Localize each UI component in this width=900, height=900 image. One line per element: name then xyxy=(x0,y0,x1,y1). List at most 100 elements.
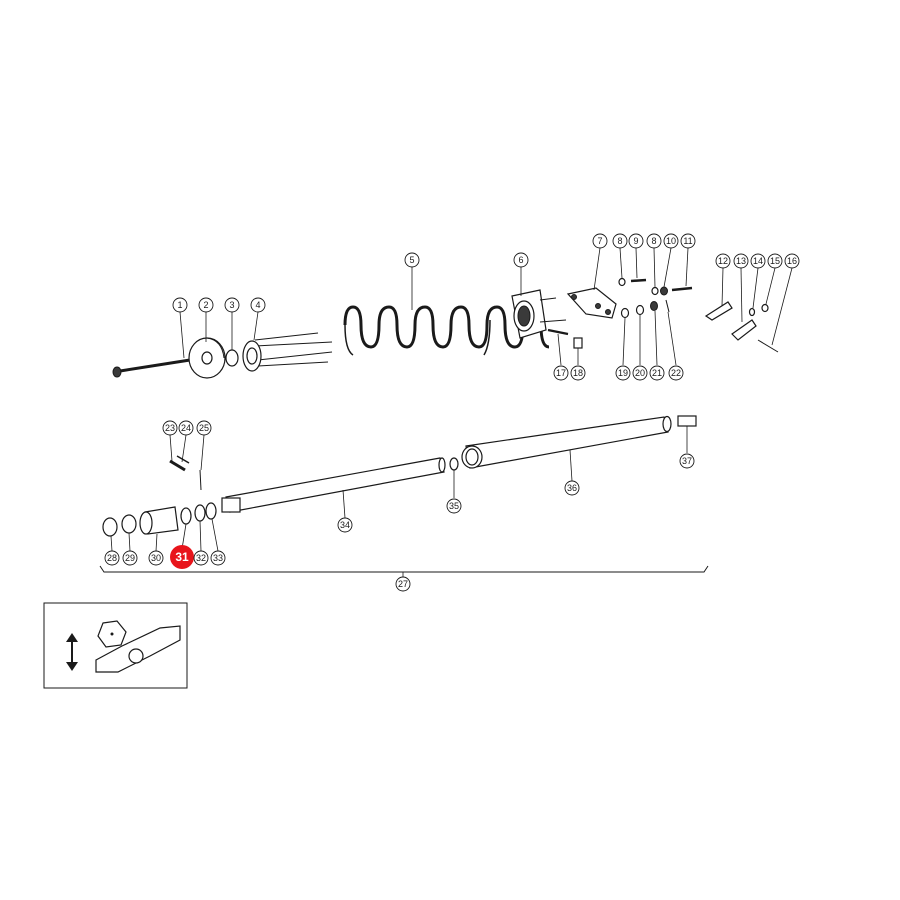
callout-5[interactable]: 5 xyxy=(404,252,420,268)
callout-17[interactable]: 17 xyxy=(553,365,569,381)
part-23-pin[interactable] xyxy=(169,459,186,472)
callout-3[interactable]: 3 xyxy=(224,297,240,313)
part-37-end-fitting[interactable] xyxy=(677,415,697,427)
callout-28[interactable]: 28 xyxy=(104,550,120,566)
part-10-nut[interactable] xyxy=(660,286,668,296)
callout-36[interactable]: 36 xyxy=(564,480,580,496)
callout-20[interactable]: 20 xyxy=(632,365,648,381)
part-14-pin[interactable] xyxy=(748,307,756,317)
part-29-seal-ring[interactable] xyxy=(121,514,137,534)
callout-label-highlighted: 31 xyxy=(175,550,189,564)
part-21-nut[interactable] xyxy=(650,301,658,311)
part-11-bolt[interactable] xyxy=(671,286,693,292)
part-6-mounting-nut[interactable] xyxy=(511,289,567,339)
lever-arm-detail xyxy=(95,625,181,673)
callout-label: 7 xyxy=(597,236,602,246)
callout-15[interactable]: 15 xyxy=(767,253,783,269)
part-20-washer[interactable] xyxy=(635,304,645,316)
part-24-pin[interactable] xyxy=(176,455,190,464)
callout-18[interactable]: 18 xyxy=(570,365,586,381)
callout-label: 8 xyxy=(617,236,622,246)
callout-22[interactable]: 22 xyxy=(668,365,684,381)
callout-label: 24 xyxy=(181,423,191,433)
callout-12[interactable]: 12 xyxy=(715,253,731,269)
callout-13[interactable]: 13 xyxy=(733,253,749,269)
part-2-flange-disc[interactable] xyxy=(188,337,226,379)
callout-19[interactable]: 19 xyxy=(615,365,631,381)
assembly-bracket-27 xyxy=(99,565,709,573)
callout-24[interactable]: 24 xyxy=(178,420,194,436)
part-3-small-ring[interactable] xyxy=(225,349,239,367)
part-5-coil-spring[interactable] xyxy=(343,305,550,356)
part-25-spring-pin[interactable] xyxy=(199,469,202,491)
callout-23[interactable]: 23 xyxy=(162,420,178,436)
part-17-bolt[interactable] xyxy=(547,328,569,336)
callout-34[interactable]: 34 xyxy=(337,517,353,533)
part-15-washer[interactable] xyxy=(761,303,769,313)
callout-35[interactable]: 35 xyxy=(446,498,462,514)
callout-label: 29 xyxy=(125,553,135,563)
callout-label: 13 xyxy=(736,256,746,266)
hex-nut-detail-icon xyxy=(97,620,127,648)
callout-1[interactable]: 1 xyxy=(172,297,188,313)
callout-label: 14 xyxy=(753,256,763,266)
part-7-bracket-plate[interactable] xyxy=(566,287,617,319)
callout-label: 5 xyxy=(409,255,414,265)
callout-30[interactable]: 30 xyxy=(148,550,164,566)
part-34-piston-rod[interactable] xyxy=(221,457,446,513)
part-36-cylinder-tube[interactable] xyxy=(461,415,672,469)
callout-7[interactable]: 7 xyxy=(592,233,608,249)
callout-21[interactable]: 21 xyxy=(649,365,665,381)
callout-label: 4 xyxy=(255,300,260,310)
callout-6[interactable]: 6 xyxy=(513,252,529,268)
part-1-long-bolt[interactable] xyxy=(112,358,191,378)
callout-31-highlighted[interactable]: 31 xyxy=(170,545,194,569)
part-28-seal-ring[interactable] xyxy=(102,517,118,537)
part-32-ring[interactable] xyxy=(194,504,206,522)
part-9-bolt[interactable] xyxy=(630,278,647,283)
callout-label: 17 xyxy=(556,368,566,378)
up-down-arrow-icon xyxy=(66,633,78,671)
part-4-guide-rods[interactable] xyxy=(242,332,333,372)
part-35-ring[interactable] xyxy=(449,457,459,471)
highlight-circle xyxy=(170,545,194,569)
part-16-spring-clip[interactable] xyxy=(757,339,779,353)
callout-label: 9 xyxy=(633,236,638,246)
callout-16[interactable]: 16 xyxy=(784,253,800,269)
callout-label: 1 xyxy=(177,300,182,310)
callout-14[interactable]: 14 xyxy=(750,253,766,269)
callout-label: 19 xyxy=(618,368,628,378)
inset-detail-box xyxy=(43,602,188,689)
part-19-bushing[interactable] xyxy=(620,307,630,319)
callout-label: 32 xyxy=(196,553,206,563)
part-18-bolt[interactable] xyxy=(573,337,583,349)
callout-label: 36 xyxy=(567,483,577,493)
callout-9[interactable]: 9 xyxy=(628,233,644,249)
callout-8-a[interactable]: 8 xyxy=(612,233,628,249)
part-13-link[interactable] xyxy=(731,319,757,341)
part-30-sleeve[interactable] xyxy=(139,506,179,535)
callout-label: 21 xyxy=(652,368,662,378)
part-33-o-ring[interactable] xyxy=(205,502,217,520)
callout-33[interactable]: 33 xyxy=(210,550,226,566)
callout-37[interactable]: 37 xyxy=(679,453,695,469)
callout-32[interactable]: 32 xyxy=(193,550,209,566)
callout-10[interactable]: 10 xyxy=(663,233,679,249)
callout-2[interactable]: 2 xyxy=(198,297,214,313)
callout-25[interactable]: 25 xyxy=(196,420,212,436)
part-22-split-pin[interactable] xyxy=(665,299,670,313)
callout-label: 27 xyxy=(398,579,408,589)
part-31-ring[interactable] xyxy=(180,507,192,525)
callout-label: 11 xyxy=(683,236,692,246)
callout-label: 20 xyxy=(635,368,645,378)
callout-11[interactable]: 11 xyxy=(680,233,696,249)
callout-label: 33 xyxy=(213,553,223,563)
callout-29[interactable]: 29 xyxy=(122,550,138,566)
callout-4[interactable]: 4 xyxy=(250,297,266,313)
callout-8-b[interactable]: 8 xyxy=(646,233,662,249)
part-12-lever[interactable] xyxy=(704,301,733,321)
callout-label: 23 xyxy=(165,423,175,433)
callout-27[interactable]: 27 xyxy=(395,576,411,592)
part-8-washer[interactable] xyxy=(618,277,659,296)
